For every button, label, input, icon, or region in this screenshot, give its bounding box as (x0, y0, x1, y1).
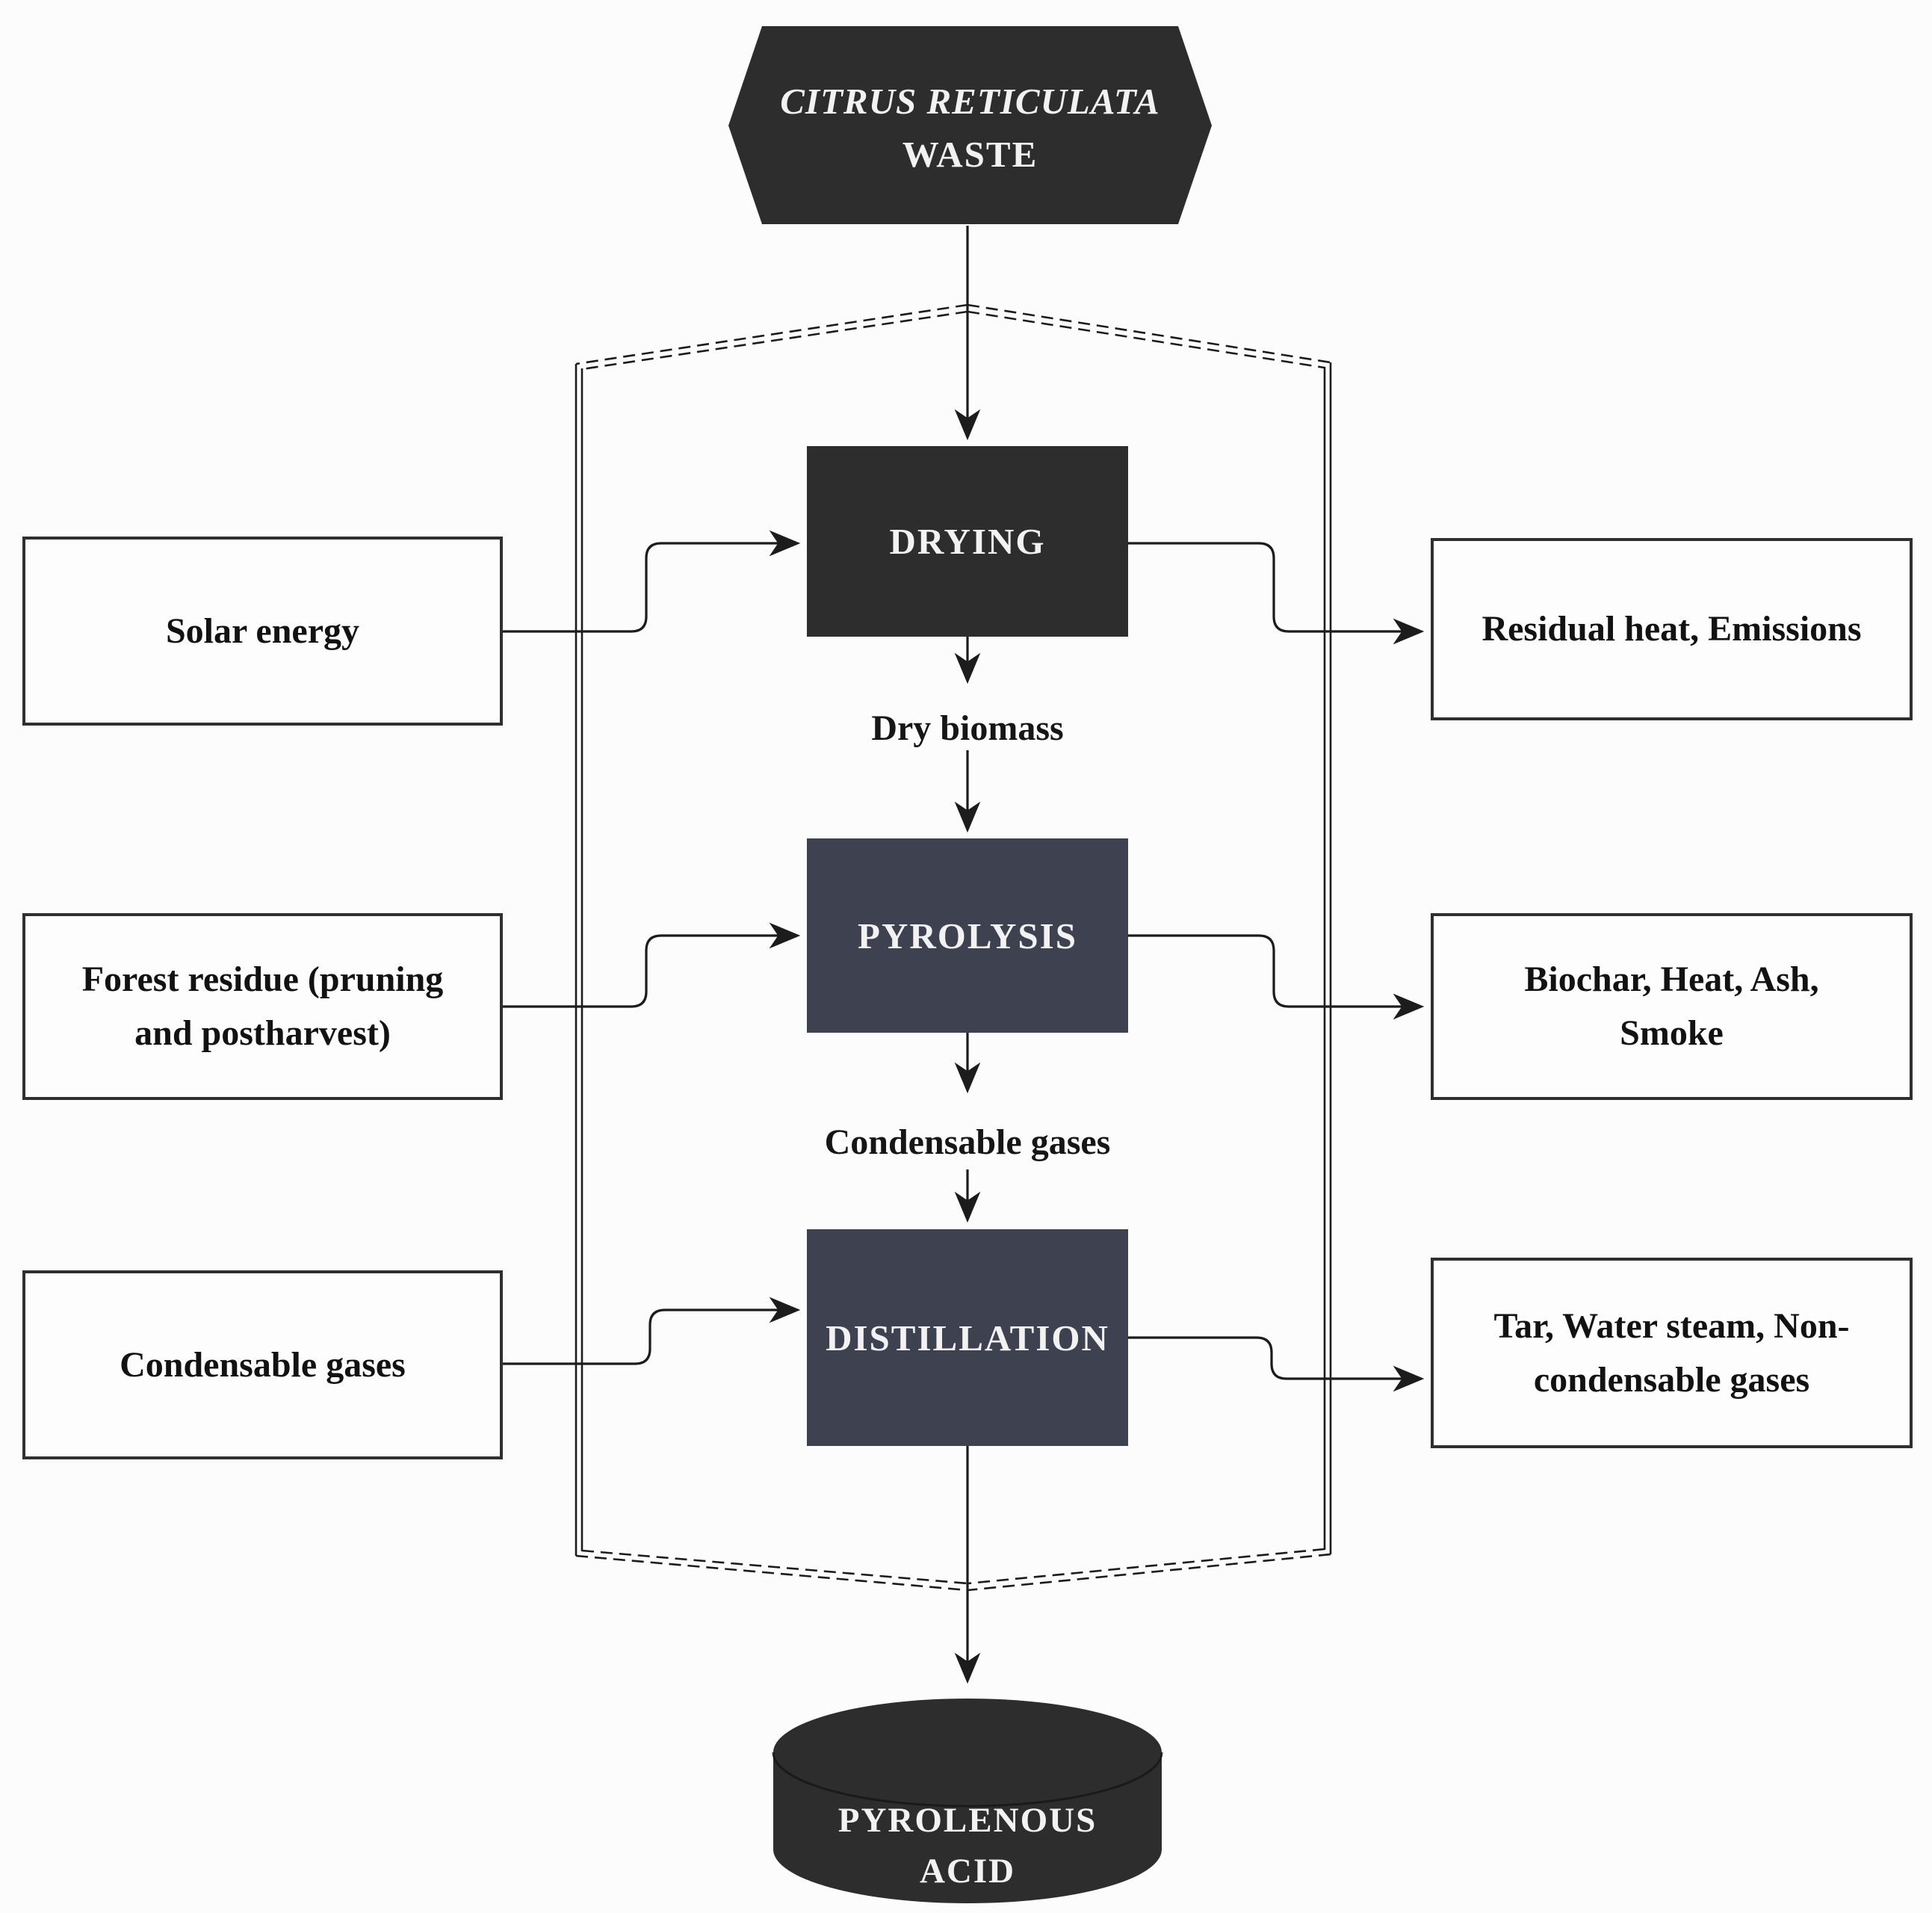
connector-drying-to-residual (1128, 542, 1425, 645)
flow-label-dry-biomass-text: Dry biomass (871, 708, 1064, 748)
output-box-residual-heat: Residual heat, Emissions (1431, 538, 1913, 720)
input-label-condensable-gases: Condensable gases (120, 1344, 406, 1385)
source-line2: WASTE (902, 134, 1038, 175)
product-line1: PYROLENOUS (837, 1800, 1097, 1840)
process-label-pyrolysis: PYROLYSIS (858, 915, 1077, 956)
connector-condgas-to-distillation (503, 1297, 801, 1365)
process-box-distillation: DISTILLATION (807, 1229, 1128, 1446)
cylinder-rim (772, 1752, 1163, 1808)
output-box-biochar: Biochar, Heat, Ash, Smoke (1431, 913, 1913, 1100)
product-line2: ACID (919, 1852, 1016, 1891)
flow-label-condensable-gases: Condensable gases (762, 1115, 1173, 1169)
connector-forest-to-pyrolysis (503, 922, 801, 1008)
input-box-forest-residue: Forest residue (pruning and postharvest) (22, 913, 503, 1100)
input-label-solar-energy: Solar energy (165, 611, 360, 651)
product-cylinder-label: PYROLENOUS ACID (773, 1786, 1162, 1906)
boundary-roof (575, 303, 1331, 371)
connector-distillation-to-tar (1128, 1336, 1425, 1392)
process-label-distillation: DISTILLATION (826, 1317, 1109, 1359)
source-hexagon-shape (728, 26, 1212, 224)
process-box-pyrolysis: PYROLYSIS (807, 838, 1128, 1033)
process-label-drying: DRYING (889, 521, 1046, 562)
product-cylinder-shape (772, 1699, 1163, 1903)
flow-label-condensable-gases-text: Condensable gases (824, 1122, 1111, 1162)
source-hexagon-label: CITRUS RETICULATA WASTE (728, 30, 1212, 226)
output-label-residual-heat: Residual heat, Emissions (1481, 609, 1862, 649)
process-box-drying: DRYING (807, 446, 1128, 637)
output-label-tar: Tar, Water steam, Non-condensable gases (1493, 1305, 1850, 1400)
output-box-tar: Tar, Water steam, Non-condensable gases (1431, 1258, 1913, 1448)
flow-label-dry-biomass: Dry biomass (799, 701, 1136, 755)
connector-solar-to-drying (503, 530, 801, 633)
connector-pyrolysis-to-biochar (1128, 934, 1425, 1020)
boundary-floor (575, 1548, 1331, 1592)
system-boundary (575, 303, 1332, 1592)
input-label-forest-residue: Forest residue (pruning and postharvest) (81, 959, 444, 1053)
output-label-biochar: Biochar, Heat, Ash, Smoke (1524, 959, 1819, 1053)
source-line1: CITRUS RETICULATA (780, 80, 1160, 122)
input-box-condensable-gases: Condensable gases (22, 1270, 503, 1459)
input-box-solar-energy: Solar energy (22, 537, 503, 726)
